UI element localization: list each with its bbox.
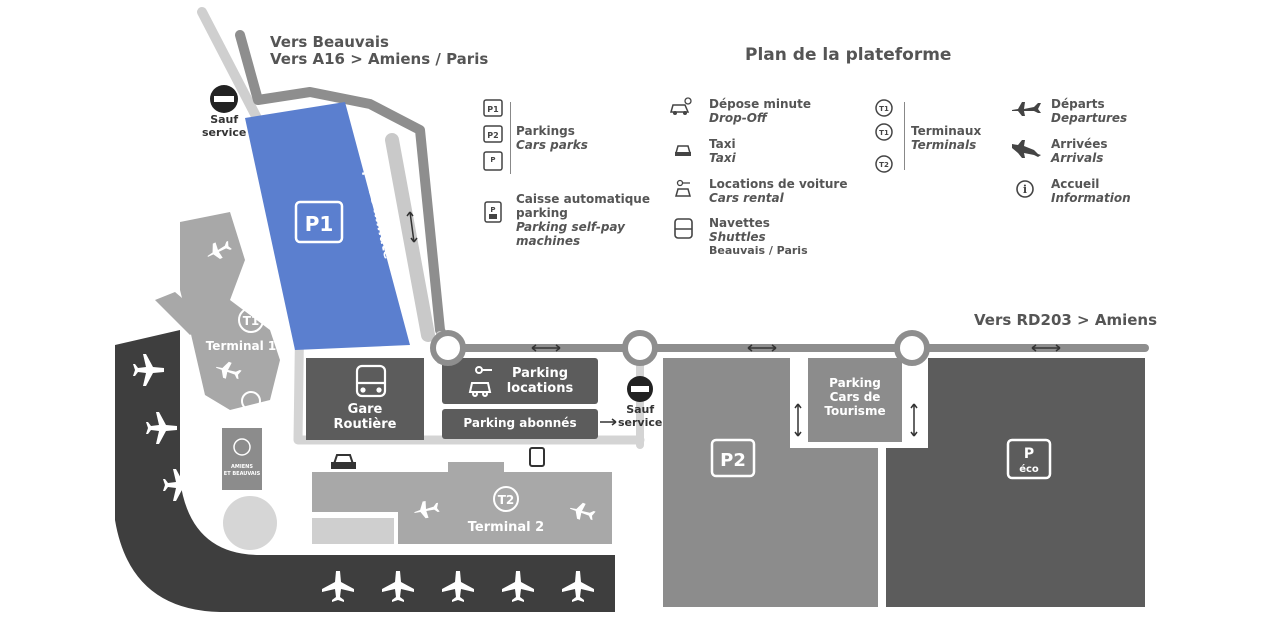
pay-machine-legend-icon: P (484, 201, 502, 223)
direction-rd203: Vers RD203 > Amiens (974, 311, 1157, 329)
peco-parking-area (886, 358, 1145, 607)
no-entry-icon (210, 85, 238, 113)
departures-legend-icon (1012, 102, 1041, 116)
apron (115, 330, 615, 612)
terminal2-area (312, 462, 612, 544)
legend-divider-2 (904, 102, 905, 170)
cars-tourisme-label: Parking Cars de Tourisme (824, 376, 886, 418)
legend-accueil: Accueil Information (1051, 177, 1131, 205)
pay-machine-icon (529, 447, 545, 467)
svg-text:P1: P1 (487, 105, 499, 114)
legend-divider (510, 102, 511, 174)
svg-text:P: P (490, 156, 495, 164)
drop-off-legend-icon (670, 97, 692, 115)
p1-sign (294, 200, 344, 244)
legend-locations: Locations de voiture Cars rental (709, 177, 848, 205)
no-entry-icon (627, 376, 653, 402)
svg-text:P2: P2 (487, 131, 498, 140)
direction-a16: Vers A16 > Amiens / Paris (270, 50, 489, 68)
peco-p-label: P (1024, 446, 1034, 462)
p2-label: P2 (720, 450, 746, 471)
no-entry-label-1: Sauf service (202, 113, 247, 139)
svg-text:T2: T2 (879, 161, 889, 169)
no-entry-label-2: Sauf service (618, 403, 663, 429)
map-title: Plan de la plateforme (745, 45, 952, 65)
gare-routiere-block (306, 358, 424, 440)
taxi-legend-icon (675, 145, 691, 156)
two-way-arrows (406, 211, 1061, 437)
car-key-icon (468, 366, 492, 397)
bus-icon (355, 364, 387, 398)
parking-abonnes-label: Parking abonnés (463, 416, 577, 430)
shuttle-legend-icon (674, 218, 693, 239)
arrivals-legend-icon (1012, 140, 1041, 158)
legend-departs: Départs Departures (1051, 97, 1128, 125)
annexe-line2: ET BEAUVAIS (224, 471, 261, 477)
gare-routiere-label: Gare Routière (333, 402, 397, 432)
terminal2-label: Terminal 2 (468, 520, 544, 535)
svg-text:i: i (1023, 183, 1027, 196)
legend-caisse: Caisse automatique parking Parking self-… (516, 192, 650, 248)
p1-label: P1 (305, 212, 334, 236)
svg-text:T1: T1 (879, 105, 889, 113)
svg-text:P: P (490, 206, 495, 214)
legend-depose: Dépose minute Drop-Off (709, 97, 811, 125)
terminal1-area (155, 212, 280, 411)
terminal1-label: Terminal 1 (206, 339, 277, 353)
direction-beauvais: Vers Beauvais (270, 33, 389, 51)
taxi-icon (331, 454, 356, 469)
cars-tourisme-block (808, 358, 902, 442)
legend-terminaux: Terminaux Terminals (911, 124, 982, 152)
t2-badge: T2 (498, 493, 515, 507)
roundabout-disc (223, 496, 277, 550)
parking-abonnes-block (442, 409, 598, 439)
legend-arrivees: Arrivées Arrivals (1051, 137, 1108, 165)
t1-badge: T1 (243, 314, 260, 328)
legend-taxi: Taxi Taxi (709, 137, 736, 165)
p2-parking-area (663, 358, 878, 607)
parkings-legend-icons: P1 P2 P (483, 99, 503, 171)
annexe-building (222, 428, 262, 490)
legend-navettes: Navettes Shuttles Beauvais / Paris (709, 216, 808, 257)
roundabouts (430, 330, 930, 366)
legend-parkings: Parkings Cars parks (516, 124, 588, 152)
information-legend-icon: i (1016, 180, 1034, 198)
terminals-legend-icons: T1 T1 T2 (875, 99, 893, 173)
p1-parking-area (245, 102, 410, 350)
car-rental-legend-icon (675, 179, 691, 197)
annexe-line1: AMIENS (231, 464, 253, 470)
parking-locations-label: Parking locations (506, 366, 574, 396)
peco-sub-label: éco (1019, 463, 1039, 475)
svg-text:T1: T1 (879, 129, 889, 137)
